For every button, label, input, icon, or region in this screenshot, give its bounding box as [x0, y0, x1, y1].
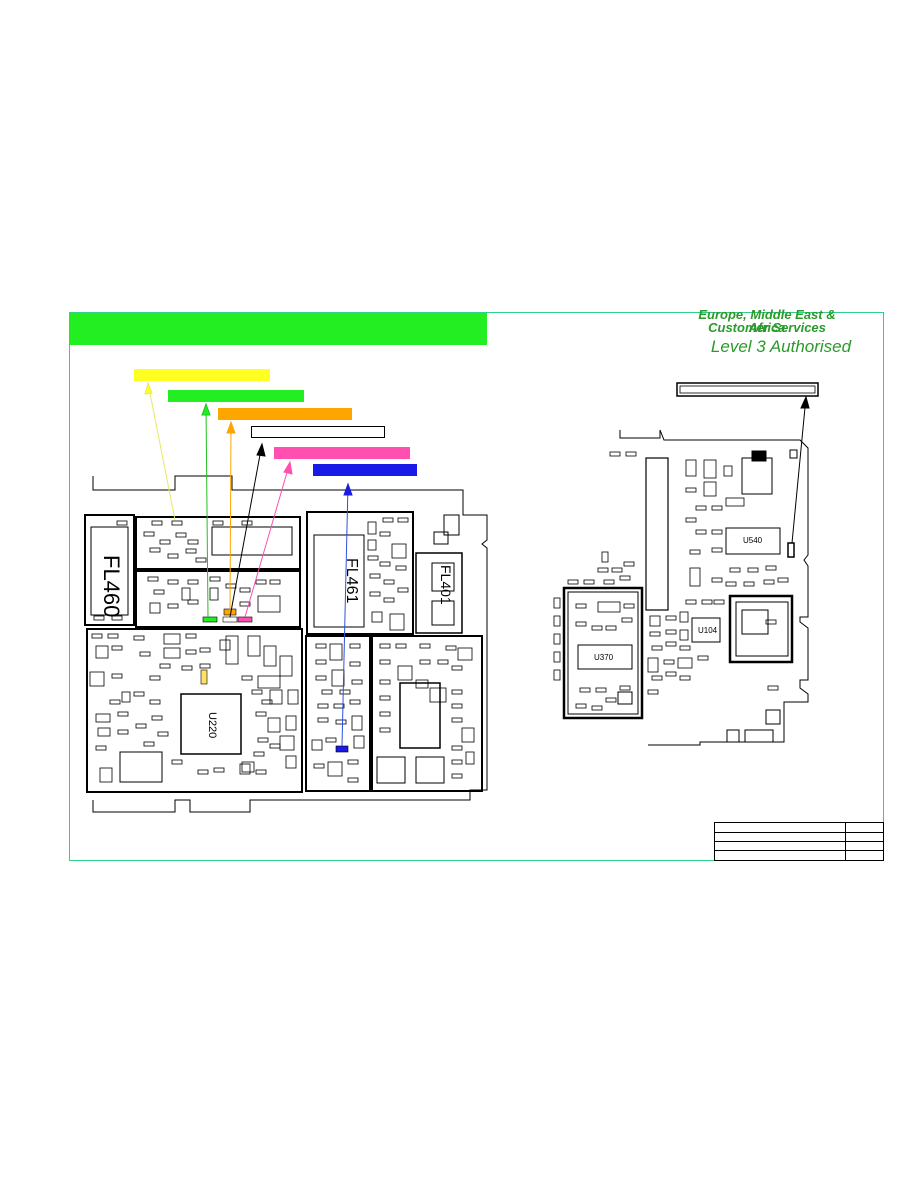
right-board-components: [553, 451, 789, 711]
u220-label: U220: [206, 712, 218, 739]
left-board-components: [89, 517, 475, 783]
fl401-label: FL401: [438, 565, 454, 605]
fl460-label: FL460: [99, 555, 124, 618]
header-region-line: Europe, Middle East & Africa: [698, 307, 836, 335]
title-block: [714, 822, 884, 861]
legend-bar-white: [251, 426, 385, 438]
legend-bar-pink: [274, 447, 410, 459]
leader-lines: [144, 381, 353, 747]
u540-label: U540: [743, 536, 763, 545]
highlighted-parts: [200, 608, 349, 753]
u104-label: U104: [698, 626, 718, 635]
drawing-frame: [69, 312, 884, 861]
fl461-label: FL461: [343, 558, 360, 604]
header-level-line: Level 3 Authorised: [710, 337, 852, 356]
header-service-line: Customer Services: [708, 320, 826, 335]
title-banner: [70, 313, 487, 345]
legend-bar-yellow: [134, 369, 270, 381]
right-board: [562, 429, 809, 746]
left-board: [84, 475, 488, 813]
legend-bar-orange: [218, 408, 352, 420]
legend-bar-green: [168, 390, 304, 402]
connector-strip: [676, 382, 819, 544]
legend-bar-blue: [313, 464, 417, 476]
u370-label: U370: [594, 653, 614, 662]
